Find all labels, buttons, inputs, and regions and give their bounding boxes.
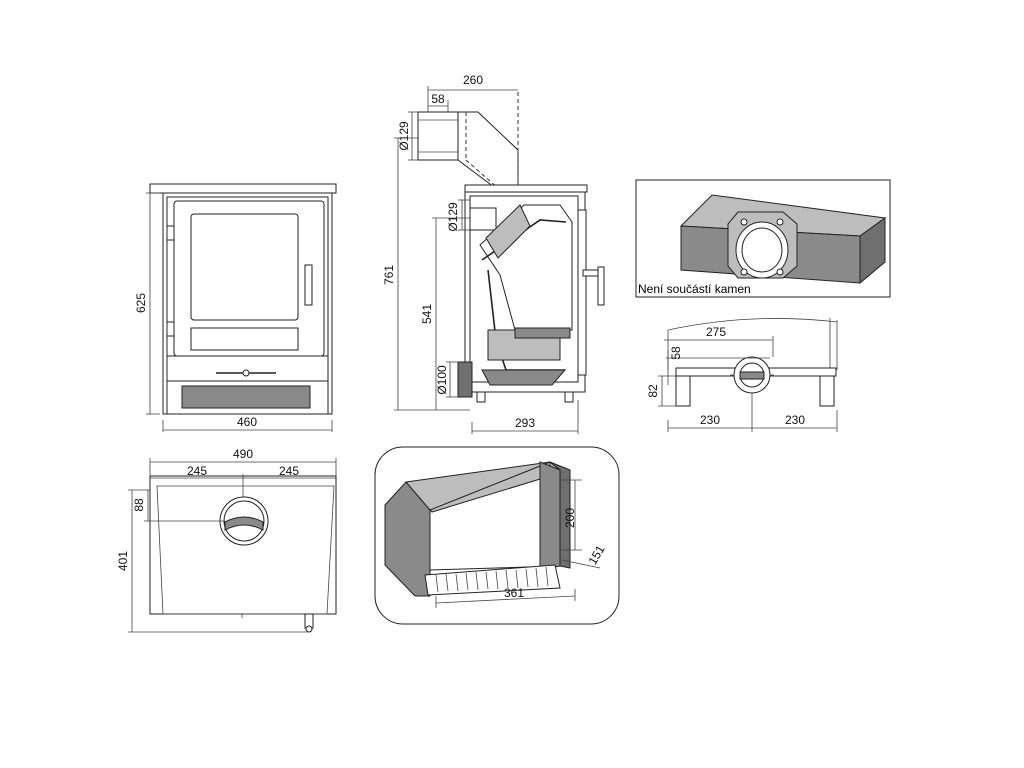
depth-dim: 293 xyxy=(515,416,535,430)
rear-detail-view: 275 58 82 230 230 xyxy=(646,318,838,432)
rear-right-span-dim: 230 xyxy=(785,413,805,427)
side-section-view: 260 58 Ø129 761 Ø129 541 Ø100 293 xyxy=(382,73,605,434)
accessory-caption: Není součástí kamen xyxy=(638,282,751,296)
rear-outlet-height-dim: 541 xyxy=(420,304,434,324)
firebox-detail: 200 151 361 xyxy=(374,446,620,625)
flue-offset-dim: 58 xyxy=(431,92,445,106)
air-inlet-diameter-dim: Ø100 xyxy=(435,365,449,395)
top-width-dim: 490 xyxy=(233,447,253,461)
rear-offset-dim: 275 xyxy=(706,325,726,339)
top-flue-offset-dim: 88 xyxy=(132,498,146,512)
front-height-dim: 625 xyxy=(134,293,148,313)
top-half-right-dim: 245 xyxy=(279,464,299,478)
accessory-box: Není součástí kamen xyxy=(635,179,891,298)
front-width-dim: 460 xyxy=(237,415,257,429)
total-height-dim: 761 xyxy=(382,265,396,285)
top-view: 490 245 245 88 401 xyxy=(116,447,337,633)
flue-diameter-top-dim: Ø129 xyxy=(397,121,411,151)
firebox-width-dim: 361 xyxy=(504,586,524,600)
front-view: 625 460 xyxy=(134,183,337,432)
rear-height-dim: 82 xyxy=(646,384,660,398)
rear-flue-diameter-dim: Ø129 xyxy=(446,202,460,232)
firebox-height-dim: 200 xyxy=(563,508,577,528)
top-half-left-dim: 245 xyxy=(187,464,207,478)
rear-left-span-dim: 230 xyxy=(700,413,720,427)
rear-small-offset-dim: 58 xyxy=(669,346,683,360)
top-depth-dim: 401 xyxy=(116,551,130,571)
flue-width-dim: 260 xyxy=(463,73,483,87)
